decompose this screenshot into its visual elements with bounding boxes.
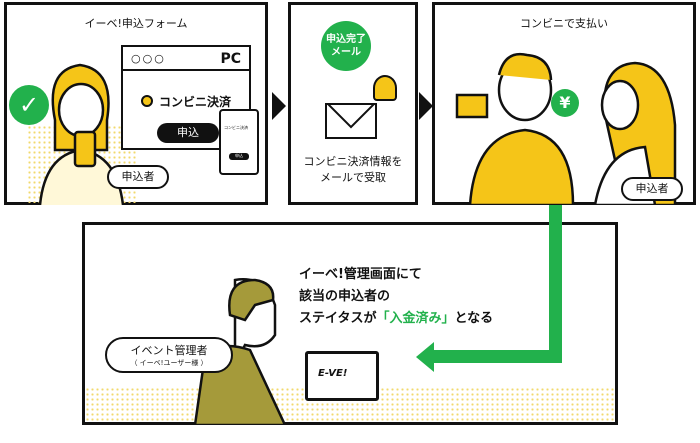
panel-admin-status: イーベ!管理画面にて 該当の申込者の ステイタスが「入金済み」となる イベント管… (82, 222, 618, 425)
panel-konbini-payment: コンビニで支払い ¥ 申込者 (432, 2, 696, 205)
status-paid-highlight: 「入金済み」 (376, 311, 455, 326)
submit-button[interactable]: 申込 (157, 123, 219, 143)
caption-line2: メールで受取 (320, 171, 386, 184)
status-line3: ステイタスが「入金済み」となる (299, 307, 493, 326)
completion-bubble: 申込完了 メール (321, 21, 371, 71)
admin-subtitle: （ イーベ!ユーザー様 ） (130, 359, 208, 367)
pc-label: PC (220, 51, 241, 67)
window-dots-icon: ○○○ (131, 52, 166, 65)
pc-window: ○○○ PC コンビニ決済 申込 (121, 45, 251, 150)
laptop: E-VE! (305, 351, 379, 401)
panel-title: イーベ!申込フォーム (84, 17, 188, 30)
status-line1: イーベ!管理画面にて (299, 267, 422, 282)
caption-line1: コンビニ決済情報を (303, 155, 403, 168)
arrow-left-icon (416, 342, 434, 372)
radio-selected-icon[interactable] (141, 95, 153, 107)
panel-title: コンビニで支払い (520, 17, 608, 30)
phone-submit-button: 申込 (229, 153, 249, 160)
clerk-illustration (455, 52, 575, 205)
admin-title: イベント管理者 (130, 344, 208, 357)
smartphone: コンビニ決済 申込 (219, 109, 259, 175)
panel-email: 申込完了 メール コンビニ決済情報を メールで受取 (288, 2, 418, 205)
arrow-right-icon (419, 92, 433, 120)
mail-envelope-icon (325, 103, 377, 139)
panel-application-form: イーベ!申込フォーム ○○○ PC コンビニ決済 申込 コンビニ決済 申込 ✓ … (4, 2, 268, 205)
admin-label: イベント管理者 （ イーベ!ユーザー様 ） (105, 337, 233, 373)
phone-option: コンビニ決済 (224, 125, 248, 130)
status-line2: 該当の申込者の (299, 289, 391, 304)
check-bubble-icon: ✓ (9, 85, 49, 125)
yen-coin-icon: ¥ (551, 89, 579, 117)
applicant-label: 申込者 (107, 165, 169, 189)
applicant-label: 申込者 (621, 177, 683, 201)
payment-option-konbini[interactable]: コンビニ決済 (159, 95, 232, 109)
flow-connector-line (549, 205, 562, 363)
small-person-icon (373, 75, 397, 101)
flow-connector-line (432, 350, 562, 363)
status-suffix: となる (454, 311, 494, 326)
arrow-right-icon (272, 92, 286, 120)
applicant-illustration (38, 63, 125, 205)
laptop-logo: E-VE! (318, 368, 348, 379)
status-prefix: ステイタスが (299, 311, 377, 326)
